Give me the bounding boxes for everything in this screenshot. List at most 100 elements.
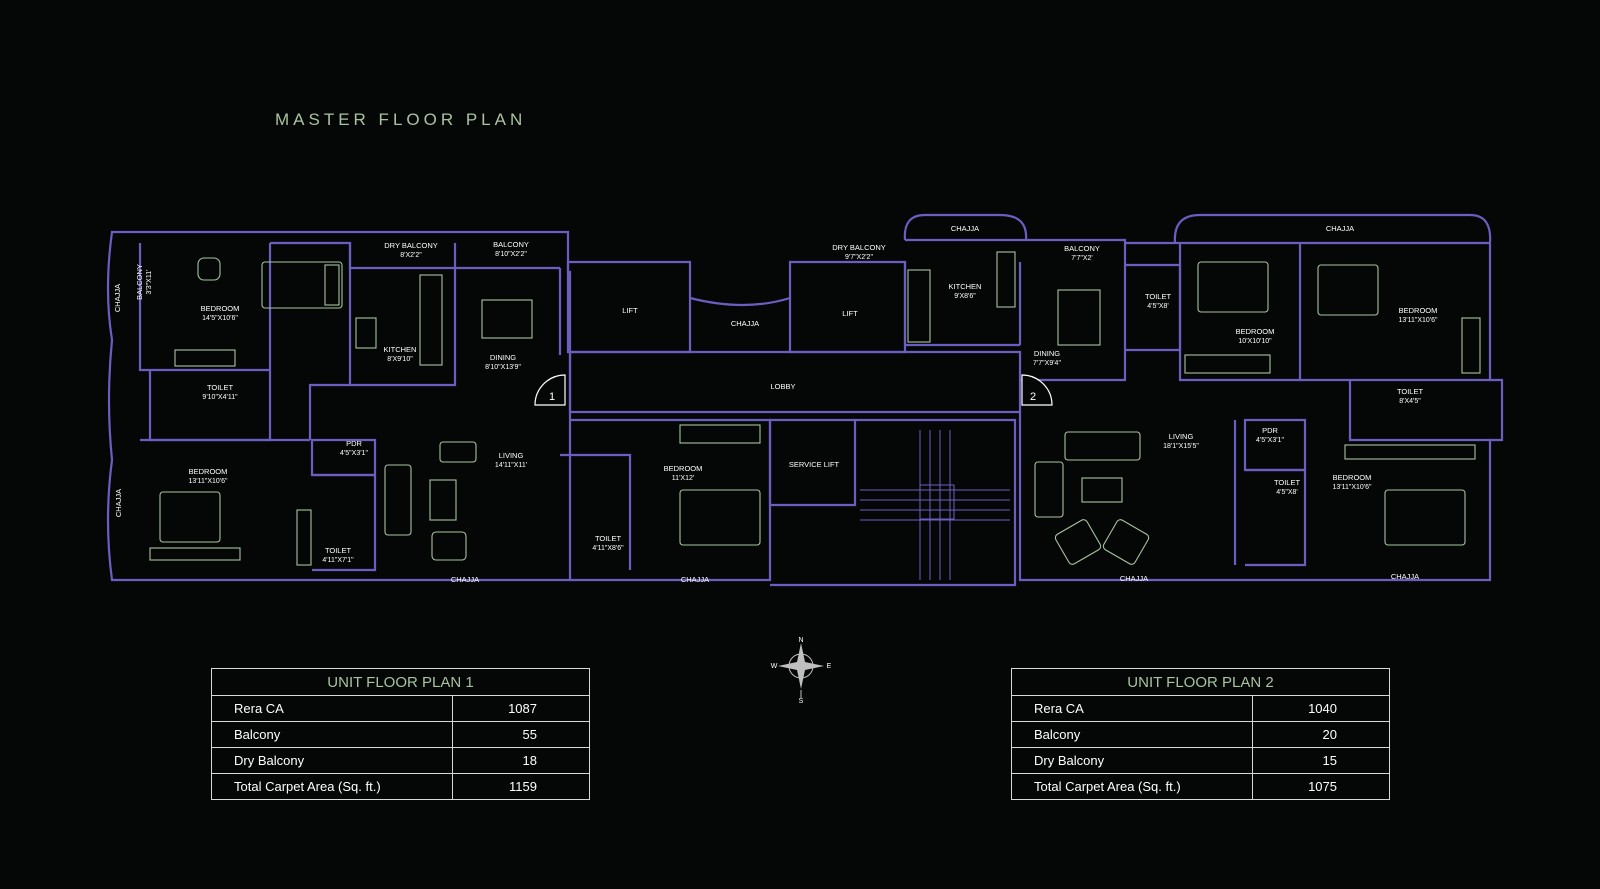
label-toilet-5: TOILET [1397,387,1424,396]
compass-north: N [798,637,803,644]
row-value: 15 [1251,747,1391,774]
label-chajja-top-1: CHAJJA [951,224,979,233]
dim-toilet-1: 9'10"X4'11" [202,394,238,401]
row-value: 18 [451,747,591,774]
row-label: Rera CA [211,695,453,722]
unit-markers [534,374,1053,406]
label-lobby: LOBBY [770,382,795,391]
staircase [860,430,1010,580]
row-label: Total Carpet Area (Sq. ft.) [1011,773,1253,800]
row-value: 1040 [1251,695,1391,722]
dim-balcony-left: 3'3"X11' [146,270,153,295]
label-chajja-left-1: CHAJJA [113,284,122,312]
row-value: 1075 [1251,773,1391,800]
unit-1-heading: UNIT FLOOR PLAN 1 [211,668,590,696]
label-toilet-6: TOILET [1274,478,1301,487]
label-bedroom-2: BEDROOM [189,467,228,476]
room-labels: BALCONY 3'3"X11' CHAJJA CHAJJA BEDROOM 1… [113,224,1438,584]
label-chajja-bottom-4: CHAJJA [1391,572,1419,581]
label-lift-2: LIFT [842,309,858,318]
label-unit-1-number: 1 [549,391,555,403]
row-value: 1159 [451,773,591,800]
label-bedroom-5: BEDROOM [1399,306,1438,315]
label-toilet-3: TOILET [595,534,622,543]
dim-dry-balcony-2: 9'7"X2'2" [845,254,873,261]
table-row: Total Carpet Area (Sq. ft.)1075 [1011,773,1391,800]
dim-toilet-4: 4'5"X8' [1147,303,1169,310]
row-label: Balcony [1011,721,1253,748]
compass-west: W [771,663,778,670]
dim-living-1: 14'11"X11' [495,462,527,469]
label-chajja-bottom-1: CHAJJA [451,575,479,584]
label-kitchen-2: KITCHEN [949,282,982,291]
label-living-1: LIVING [499,451,524,460]
label-toilet-2: TOILET [325,546,352,555]
label-chajja-left-2: CHAJJA [114,489,123,517]
label-living-2: LIVING [1169,432,1194,441]
row-value: 55 [451,721,591,748]
label-dining-1: DINING [490,353,516,362]
dim-toilet-5: 8'X4'5" [1399,398,1421,405]
label-chajja-bottom-3: CHAJJA [1120,574,1148,583]
label-dry-balcony-2: DRY BALCONY [832,243,886,252]
label-pdr-2: PDR [1262,426,1278,435]
label-service-lift: SERVICE LIFT [789,460,840,469]
dim-bedroom-5: 13'11"X10'6" [1398,317,1438,324]
dim-bedroom-6: 13'11"X10'6" [1332,484,1372,491]
dim-balcony-2: 7'7"X2' [1071,255,1093,262]
table-row: Total Carpet Area (Sq. ft.)1159 [211,773,591,800]
dim-living-2: 18'1"X15'5" [1163,443,1199,450]
label-bedroom-3: BEDROOM [664,464,703,473]
row-value: 20 [1251,721,1391,748]
label-lift-1: LIFT [622,306,638,315]
dim-bedroom-3: 11'X12' [672,475,694,482]
compass-icon: N S E W [771,637,832,705]
label-bedroom-6: BEDROOM [1333,473,1372,482]
dim-pdr-2: 4'5"X3'1" [1256,437,1284,444]
dim-bedroom-4: 10'X10'10" [1238,338,1272,345]
label-balcony-2: BALCONY [1064,244,1100,253]
label-dry-balcony-1: DRY BALCONY [384,241,438,250]
row-label: Total Carpet Area (Sq. ft.) [211,773,453,800]
label-balcony-1: BALCONY [493,240,529,249]
dim-bedroom-2: 13'11"X10'6" [188,478,228,485]
label-chajja-center: CHAJJA [731,319,759,328]
label-toilet-4: TOILET [1145,292,1172,301]
dim-dining-2: 7'7"X9'4" [1033,360,1061,367]
label-toilet-1: TOILET [207,383,234,392]
dim-toilet-3: 4'11"X8'6" [592,545,624,552]
page-title: MASTER FLOOR PLAN [275,110,527,129]
dim-dry-balcony-1: 8'X2'2" [400,252,422,259]
unit-2-heading: UNIT FLOOR PLAN 2 [1011,668,1390,696]
dim-toilet-6: 4'5"X8' [1276,489,1298,496]
label-chajja-top-2: CHAJJA [1326,224,1354,233]
label-dining-2: DINING [1034,349,1060,358]
compass-east: E [827,663,832,670]
dim-dining-1: 8'10"X13'9" [485,364,521,371]
dim-kitchen-2: 9'X8'6" [954,293,976,300]
label-bedroom-4: BEDROOM [1236,327,1275,336]
label-kitchen-1: KITCHEN [384,345,417,354]
dim-balcony-1: 8'10"X2'2" [495,251,527,258]
label-pdr-1: PDR [346,439,362,448]
label-bedroom-1: BEDROOM [201,304,240,313]
dim-kitchen-1: 8'X9'10" [387,356,413,363]
label-unit-2-number: 2 [1030,391,1036,403]
compass-south: S [799,698,804,705]
row-value: 1087 [451,695,591,722]
walls [106,213,1504,587]
row-label: Dry Balcony [211,747,453,774]
dim-toilet-2: 4'11"X7'1" [322,557,354,564]
label-balcony-left: BALCONY [135,264,144,300]
furniture [149,251,1481,566]
row-label: Dry Balcony [1011,747,1253,774]
row-label: Rera CA [1011,695,1253,722]
